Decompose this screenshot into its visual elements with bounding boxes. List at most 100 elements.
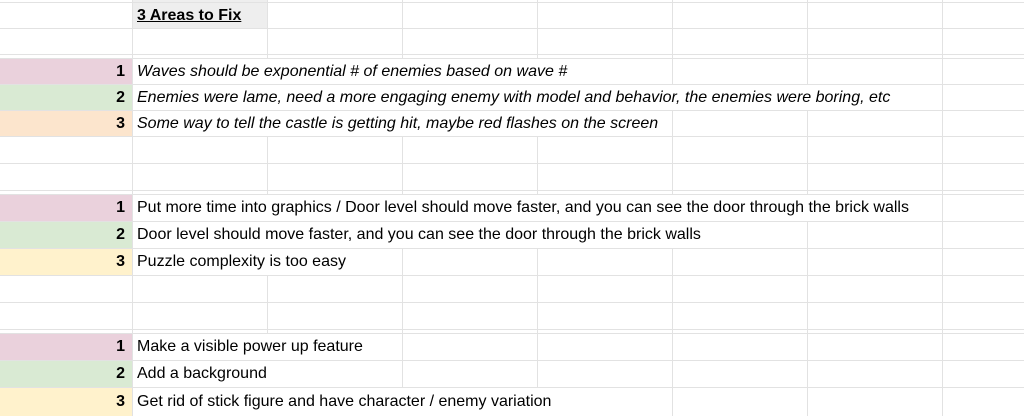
grid-cell[interactable]	[133, 137, 268, 163]
grid-cell[interactable]	[943, 85, 1024, 110]
grid-cell[interactable]	[943, 137, 1024, 163]
grid-cell[interactable]	[268, 249, 403, 275]
row-number-cell[interactable]: 3	[0, 249, 133, 275]
grid-cell[interactable]	[673, 334, 808, 360]
grid-cell[interactable]	[673, 330, 808, 333]
grid-cell[interactable]	[403, 55, 538, 58]
grid-cell[interactable]	[808, 164, 943, 190]
grid-cell[interactable]	[808, 249, 943, 275]
grid-cell[interactable]	[403, 334, 538, 360]
grid-cell[interactable]	[673, 388, 808, 416]
grid-cell[interactable]	[673, 55, 808, 58]
grid-cell[interactable]	[133, 276, 268, 302]
grid-cell[interactable]	[808, 195, 943, 221]
grid-cell[interactable]	[403, 276, 538, 302]
cell-text[interactable]: Get rid of stick figure and have charact…	[137, 388, 555, 416]
grid-cell[interactable]	[538, 164, 673, 190]
grid-cell[interactable]	[538, 111, 673, 136]
grid-cell[interactable]	[0, 0, 133, 2]
section-header-cell[interactable]: 3 Areas to Fix	[133, 3, 268, 28]
grid-cell[interactable]	[403, 191, 538, 194]
row-number-cell[interactable]: 1	[0, 195, 133, 221]
grid-cell[interactable]	[943, 29, 1024, 54]
grid-cell[interactable]	[943, 330, 1024, 333]
grid-cell[interactable]	[0, 276, 133, 302]
cell-text[interactable]: Puzzle complexity is too easy	[137, 249, 349, 275]
grid-cell[interactable]	[268, 29, 403, 54]
grid-cell[interactable]	[673, 276, 808, 302]
grid-cell[interactable]	[943, 111, 1024, 136]
row-number-cell[interactable]: 3	[0, 388, 133, 416]
grid-cell[interactable]	[943, 195, 1024, 221]
grid-cell[interactable]	[268, 137, 403, 163]
grid-cell[interactable]	[808, 29, 943, 54]
grid-cell[interactable]	[133, 0, 268, 2]
grid-cell[interactable]	[0, 29, 133, 54]
grid-cell[interactable]	[808, 3, 943, 28]
grid-cell[interactable]	[403, 0, 538, 2]
grid-cell[interactable]	[808, 334, 943, 360]
grid-cell[interactable]	[808, 303, 943, 329]
grid-cell[interactable]	[538, 330, 673, 333]
row-number-cell[interactable]: 1	[0, 334, 133, 360]
grid-cell[interactable]	[943, 0, 1024, 2]
grid-cell[interactable]	[538, 334, 673, 360]
grid-cell[interactable]	[943, 191, 1024, 194]
grid-cell[interactable]	[133, 164, 268, 190]
grid-cell[interactable]	[403, 137, 538, 163]
grid-cell[interactable]	[673, 361, 808, 387]
grid-cell[interactable]	[403, 164, 538, 190]
grid-cell[interactable]	[133, 55, 268, 58]
grid-cell[interactable]	[808, 276, 943, 302]
row-number-cell[interactable]: 2	[0, 361, 133, 387]
grid-cell[interactable]	[673, 164, 808, 190]
grid-cell[interactable]	[403, 303, 538, 329]
grid-cell[interactable]	[943, 303, 1024, 329]
grid-cell[interactable]	[538, 29, 673, 54]
grid-cell[interactable]	[133, 191, 268, 194]
grid-cell[interactable]	[133, 303, 268, 329]
grid-cell[interactable]	[808, 59, 943, 84]
grid-cell[interactable]	[943, 164, 1024, 190]
grid-cell[interactable]	[538, 276, 673, 302]
grid-cell[interactable]	[808, 222, 943, 248]
grid-cell[interactable]	[673, 3, 808, 28]
row-number-cell[interactable]: 2	[0, 85, 133, 110]
grid-cell[interactable]	[538, 137, 673, 163]
grid-cell[interactable]	[403, 249, 538, 275]
cell-text[interactable]: Waves should be exponential # of enemies…	[137, 59, 571, 84]
grid-cell[interactable]	[673, 249, 808, 275]
grid-cell[interactable]	[808, 191, 943, 194]
grid-cell[interactable]	[538, 0, 673, 2]
grid-cell[interactable]	[403, 361, 538, 387]
grid-cell[interactable]	[943, 361, 1024, 387]
grid-cell[interactable]	[808, 85, 943, 110]
grid-cell[interactable]	[673, 59, 808, 84]
grid-cell[interactable]	[403, 3, 538, 28]
grid-cell[interactable]	[403, 29, 538, 54]
grid-cell[interactable]	[538, 55, 673, 58]
row-number-cell[interactable]: 1	[0, 59, 133, 84]
grid-cell[interactable]	[0, 137, 133, 163]
grid-cell[interactable]	[268, 191, 403, 194]
grid-cell[interactable]	[673, 137, 808, 163]
row-number-cell[interactable]: 3	[0, 111, 133, 136]
grid-cell[interactable]	[268, 303, 403, 329]
grid-cell[interactable]	[268, 330, 403, 333]
grid-cell[interactable]	[808, 111, 943, 136]
grid-cell[interactable]	[268, 3, 403, 28]
grid-cell[interactable]	[0, 55, 133, 58]
grid-cell[interactable]	[673, 191, 808, 194]
grid-cell[interactable]	[808, 361, 943, 387]
grid-cell[interactable]	[673, 111, 808, 136]
grid-cell[interactable]	[538, 388, 673, 416]
grid-cell[interactable]	[538, 59, 673, 84]
grid-cell[interactable]	[133, 330, 268, 333]
grid-cell[interactable]	[0, 3, 133, 28]
grid-cell[interactable]	[538, 191, 673, 194]
grid-cell[interactable]	[403, 330, 538, 333]
grid-cell[interactable]	[808, 330, 943, 333]
grid-cell[interactable]	[133, 29, 268, 54]
grid-cell[interactable]	[808, 388, 943, 416]
grid-cell[interactable]	[268, 0, 403, 2]
